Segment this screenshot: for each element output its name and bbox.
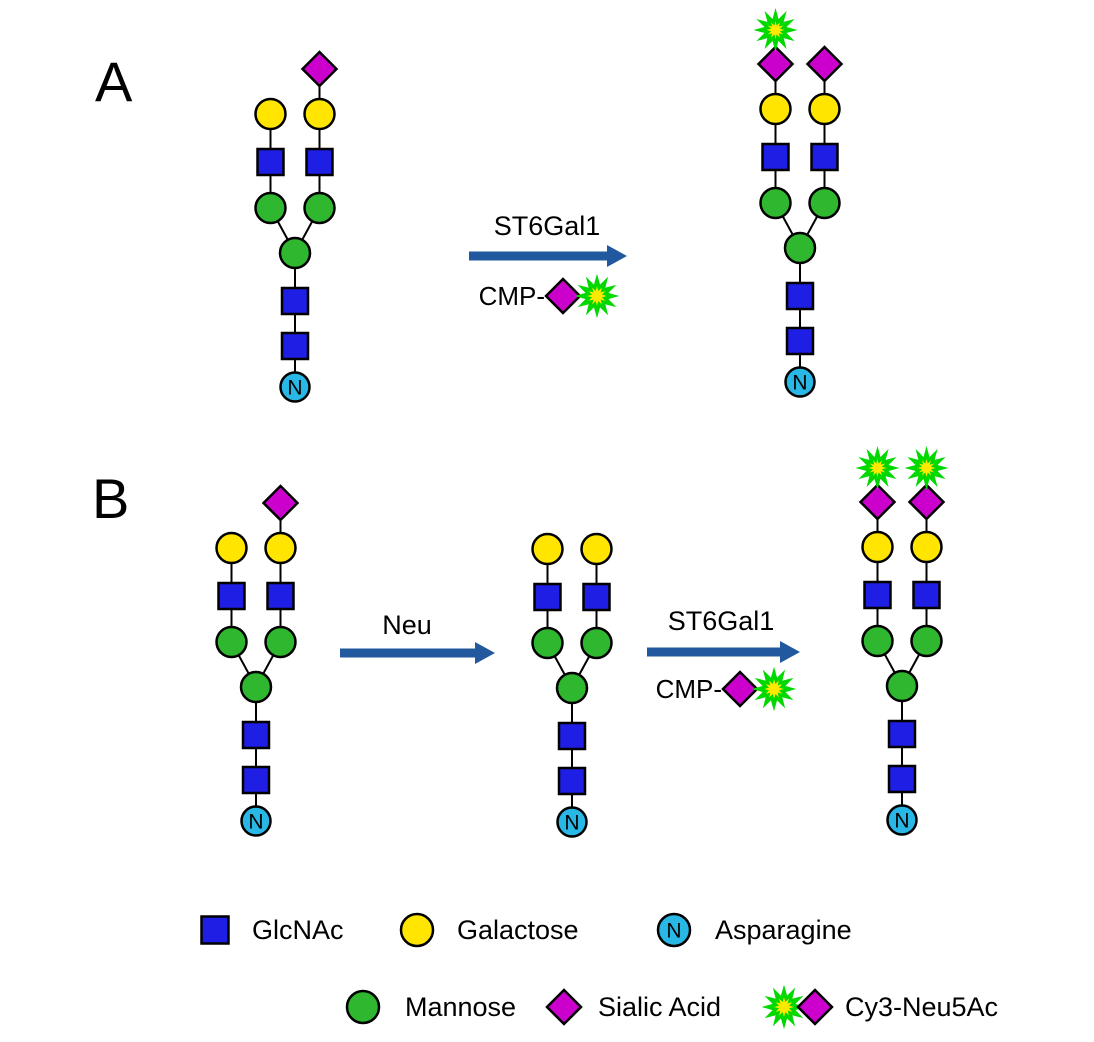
reaction-arrow-head (607, 245, 627, 267)
asparagine-node (240, 805, 272, 837)
galactose-node (303, 97, 336, 131)
mannose-node (239, 670, 273, 704)
sialic-acid-legend-icon (796, 988, 834, 1026)
glcnac-node (912, 580, 941, 610)
asparagine-letter: N (287, 377, 302, 400)
glcnac-node (557, 721, 587, 751)
galactose-node (808, 92, 841, 126)
cofactor-label: CMP- (656, 674, 722, 704)
legend-label: Cy3-Neu5Ac (845, 992, 998, 1022)
cofactor-label: CMP- (479, 281, 545, 311)
glcnac-legend-icon (200, 915, 230, 945)
asparagine-letter: N (564, 812, 579, 835)
glcnac-node (305, 147, 334, 177)
reaction-arrow-head (780, 641, 800, 663)
glcnac-node (280, 286, 310, 316)
asparagine-node (784, 366, 816, 398)
mannose-node (278, 236, 312, 270)
mannose-node (555, 671, 589, 705)
glcnac-node (863, 580, 892, 610)
cy3-legend-icon (761, 984, 807, 1030)
sialic-acid-node (756, 45, 795, 83)
mannose-node (264, 625, 297, 659)
asparagine-node (656, 912, 692, 948)
galactose-node (254, 97, 287, 131)
mannose-node (783, 231, 817, 265)
glcnac-node (887, 719, 917, 749)
galactose-node (264, 531, 297, 565)
mannose-node (759, 186, 792, 220)
cofactor-sialic-acid-icon (544, 277, 582, 315)
enzyme-label: ST6Gal1 (494, 211, 601, 241)
panel-label: A (95, 50, 133, 113)
galactose-node (580, 532, 613, 566)
mannose-node (861, 624, 894, 658)
reaction-arrow-body (340, 648, 477, 658)
mannose-node (303, 191, 336, 225)
glcnac-node (785, 281, 815, 311)
mannose-node (254, 191, 287, 225)
glcnac-node (241, 720, 271, 750)
asparagine-node (279, 371, 311, 403)
asparagine-letter: N (792, 372, 807, 395)
galactose-node (910, 530, 943, 564)
galactose-legend-icon (399, 912, 435, 948)
mannose-node (885, 669, 919, 703)
cofactor-cy3-icon (574, 273, 620, 319)
legend-label: Mannose (405, 992, 516, 1022)
legend-label: GlcNAc (252, 915, 344, 945)
glcnac-node (217, 581, 246, 611)
sialic-acid-node (858, 483, 897, 521)
asparagine-letter: N (248, 811, 263, 834)
glcnac-node (582, 582, 611, 612)
asparagine-node (556, 806, 588, 838)
mannose-node (808, 186, 841, 220)
cy3-star-node (753, 7, 798, 53)
sialic-acid-node (907, 483, 946, 521)
mannose-node (531, 626, 564, 660)
galactose-node (861, 530, 894, 564)
galactose-node (759, 92, 792, 126)
glcnac-node (533, 582, 562, 612)
mannose-node (910, 624, 943, 658)
cofactor-sialic-acid-icon (721, 670, 759, 708)
mannose-node (580, 626, 613, 660)
sialic-acid-node (261, 484, 300, 522)
glcnac-node (785, 326, 815, 356)
glcnac-node (810, 142, 839, 172)
asparagine-letter: N (666, 920, 681, 943)
asparagine-node (886, 804, 918, 836)
legend-label: Asparagine (715, 915, 852, 945)
glcnac-node (280, 331, 310, 361)
legend-label: Galactose (457, 915, 579, 945)
galactose-node (215, 531, 248, 565)
reaction-arrow-head (475, 642, 495, 664)
legend-label: Sialic Acid (598, 992, 721, 1022)
glcnac-node (761, 142, 790, 172)
reaction-arrow-body (647, 647, 782, 657)
glcnac-node (256, 147, 285, 177)
galactose-node (531, 532, 564, 566)
sialic-acid-node (805, 45, 844, 83)
glcnac-node (266, 581, 295, 611)
enzyme-label: ST6Gal1 (668, 606, 775, 636)
cy3-star-node (855, 445, 900, 491)
sialic-acid-legend-icon (545, 988, 583, 1026)
sialic-acid-node (300, 50, 339, 88)
glcnac-node (887, 764, 917, 794)
panel-label: B (92, 467, 129, 530)
asparagine-letter: N (894, 810, 909, 833)
cy3-star-node (904, 445, 949, 491)
glcnac-node (557, 766, 587, 796)
cofactor-cy3-icon (751, 666, 797, 712)
glcnac-node (241, 765, 271, 795)
mannose-node (215, 625, 248, 659)
enzyme-label: Neu (382, 610, 432, 640)
mannose-legend-icon (345, 989, 381, 1025)
reaction-arrow-body (469, 251, 609, 261)
